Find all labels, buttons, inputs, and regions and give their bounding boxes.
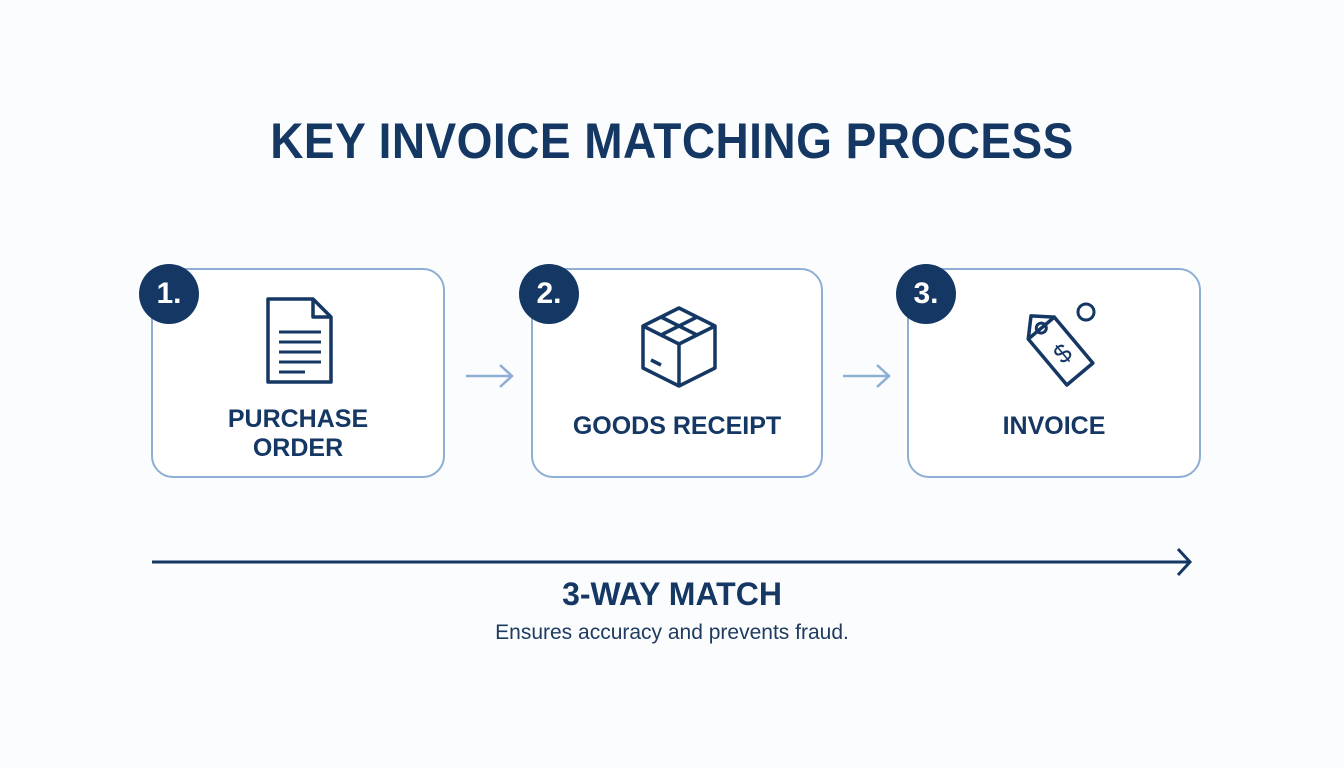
step-number-badge: 1. xyxy=(139,264,199,324)
step-number-badge: 3. xyxy=(896,264,956,324)
arrow-right-icon xyxy=(843,364,891,388)
price-tag-icon: $ xyxy=(1013,298,1103,395)
step-label-line2: ORDER xyxy=(252,434,344,462)
step-label: INVOICE xyxy=(909,412,1199,441)
match-subtitle: Ensures accuracy and prevents fraud. xyxy=(495,621,849,644)
step-card-invoice: $ INVOICE xyxy=(907,268,1201,478)
step-label-line1: INVOICE xyxy=(1002,412,1106,440)
arrow-right-icon xyxy=(466,364,514,388)
step-label: PURCHASE ORDER xyxy=(153,405,443,463)
step-card-goods-receipt: GOODS RECEIPT xyxy=(531,268,823,478)
step-card-purchase-order: PURCHASE ORDER xyxy=(151,268,445,478)
match-title: 3-WAY MATCH xyxy=(562,576,782,612)
box-icon xyxy=(639,304,719,393)
step-label-line1: GOODS RECEIPT xyxy=(572,412,782,440)
step-number-badge: 2. xyxy=(519,264,579,324)
page-title: KEY INVOICE MATCHING PROCESS xyxy=(270,113,1074,169)
step-label-line1: PURCHASE xyxy=(227,405,369,433)
document-icon xyxy=(263,296,335,391)
timeline-arrow-icon xyxy=(152,547,1193,577)
step-label: GOODS RECEIPT xyxy=(533,412,821,441)
